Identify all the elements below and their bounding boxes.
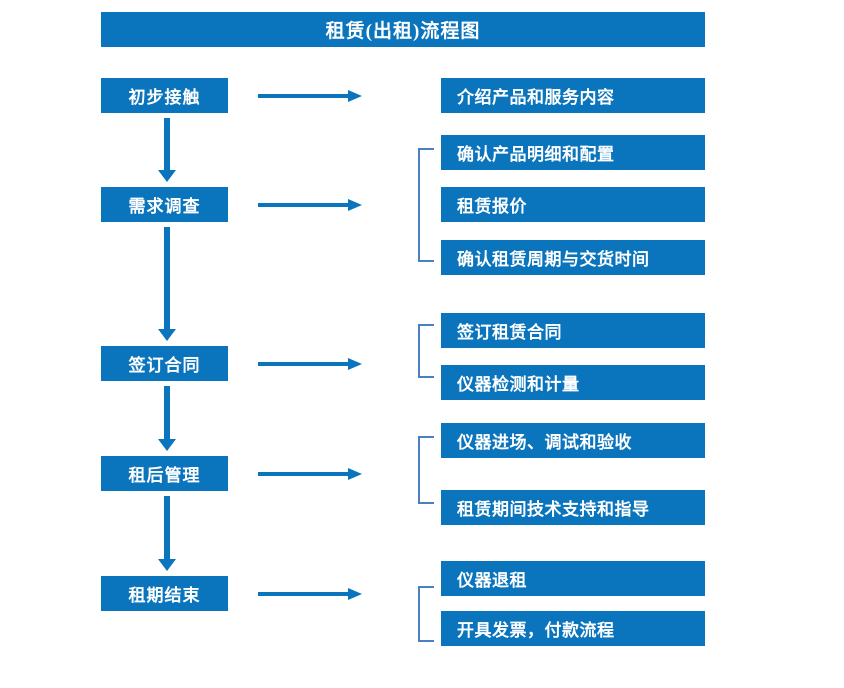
group-bracket-requirements (418, 148, 434, 262)
right-arrow-5-shaft (258, 592, 350, 596)
right-arrow-1-head (348, 90, 362, 102)
diagram-title: 租赁(出租)流程图 (101, 12, 705, 47)
stage-box-1[interactable]: 初步接触 (101, 78, 228, 113)
right-arrow-2-head (348, 199, 362, 211)
down-arrow-4-shaft (164, 496, 170, 559)
down-arrow-1-shaft (164, 118, 170, 170)
group-bracket-end (418, 586, 434, 642)
right-arrow-3-head (348, 358, 362, 370)
right-arrow-3 (258, 356, 364, 372)
right-arrow-5 (258, 586, 364, 602)
down-arrow-1-head (158, 170, 176, 182)
down-arrow-3-head (158, 439, 176, 451)
group-bracket-contract (418, 324, 434, 378)
right-arrow-5-head (348, 588, 362, 600)
detail-box-7[interactable]: 仪器进场、调试和验收 (441, 423, 705, 458)
down-arrow-4-head (158, 559, 176, 571)
stage-box-5[interactable]: 租期结束 (101, 576, 228, 611)
detail-box-10[interactable]: 开具发票，付款流程 (441, 611, 705, 646)
right-arrow-4 (258, 466, 364, 482)
right-arrow-4-shaft (258, 472, 350, 476)
down-arrow-2 (158, 227, 176, 342)
stage-box-3[interactable]: 签订合同 (101, 346, 228, 381)
down-arrow-4 (158, 496, 176, 572)
detail-box-6[interactable]: 仪器检测和计量 (441, 365, 705, 400)
detail-box-9[interactable]: 仪器退租 (441, 561, 705, 596)
down-arrow-2-shaft (164, 227, 170, 329)
detail-box-5[interactable]: 签订租赁合同 (441, 313, 705, 348)
detail-box-2[interactable]: 确认产品明细和配置 (441, 135, 705, 170)
down-arrow-1 (158, 118, 176, 183)
right-arrow-1 (258, 88, 364, 104)
detail-box-1[interactable]: 介绍产品和服务内容 (441, 78, 705, 113)
detail-box-3[interactable]: 租赁报价 (441, 187, 705, 222)
stage-box-2[interactable]: 需求调查 (101, 187, 228, 222)
group-bracket-management (418, 436, 434, 504)
down-arrow-3-shaft (164, 386, 170, 439)
down-arrow-3 (158, 386, 176, 452)
right-arrow-1-shaft (258, 94, 350, 98)
right-arrow-4-head (348, 468, 362, 480)
right-arrow-2 (258, 197, 364, 213)
stage-box-4[interactable]: 租后管理 (101, 456, 228, 491)
detail-box-4[interactable]: 确认租赁周期与交货时间 (441, 240, 705, 275)
down-arrow-2-head (158, 329, 176, 341)
right-arrow-3-shaft (258, 362, 350, 366)
right-arrow-2-shaft (258, 203, 350, 207)
detail-box-8[interactable]: 租赁期间技术支持和指导 (441, 490, 705, 525)
